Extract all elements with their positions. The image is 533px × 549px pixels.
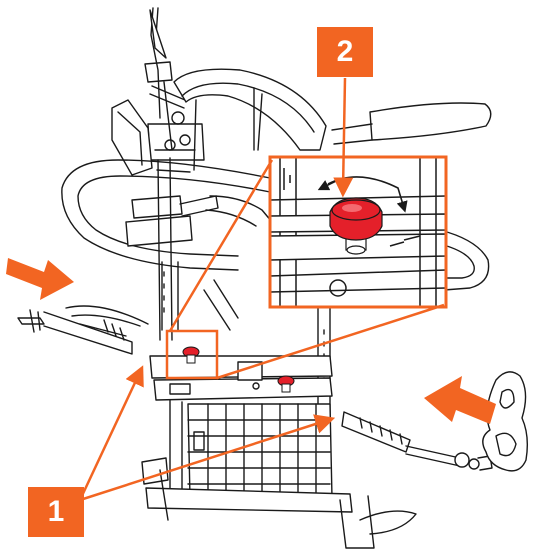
left-post (157, 157, 179, 341)
side-handle (61, 159, 271, 271)
direction-arrow-right (424, 376, 496, 424)
callout-1-arrows (78, 365, 336, 502)
top-flag (149, 9, 167, 59)
frame (17, 7, 529, 549)
callout-label-1: 1 (47, 495, 65, 528)
foot-plate (141, 457, 169, 485)
right-bar (341, 411, 411, 453)
label-box-2 (317, 27, 373, 77)
callout-2-arrow (333, 77, 354, 198)
label-box-1 (28, 487, 84, 537)
main-knobs (182, 346, 295, 393)
left-bar (17, 317, 45, 325)
back-rest (173, 68, 327, 151)
right-pedal (482, 371, 529, 472)
left-arm (111, 99, 153, 176)
zoom-connector (165, 159, 445, 380)
zoom-knob (329, 197, 383, 255)
zoom-inset-border (268, 155, 448, 309)
direction-arrow-left (6, 258, 74, 300)
right-paddle (369, 102, 492, 141)
source-box (165, 329, 219, 380)
zoom-inset (268, 155, 448, 309)
callout-label-2: 2 (336, 35, 354, 68)
